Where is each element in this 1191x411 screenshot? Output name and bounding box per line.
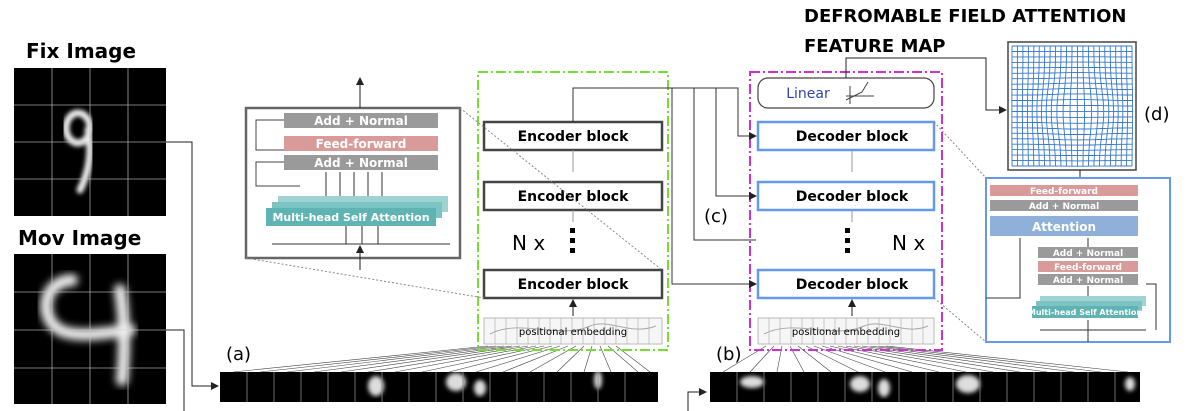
grid-line-vertical xyxy=(1098,46,1105,167)
encoder-positional-embedding: positional embedding xyxy=(483,317,663,345)
grid-line-horizontal xyxy=(1011,132,1133,135)
decoder-block-3: Decoder block xyxy=(756,268,936,300)
grid-line-horizontal xyxy=(1011,104,1133,107)
svg-text:Decoder block: Decoder block xyxy=(796,189,909,205)
grid-line-vertical xyxy=(1131,46,1134,166)
ellipsis-right xyxy=(845,228,850,253)
grid-line-vertical xyxy=(1104,46,1110,167)
enc-feed-forward: Feed-forward xyxy=(284,136,438,151)
svg-text:positional embedding: positional embedding xyxy=(792,327,900,338)
deformation-grid xyxy=(1007,41,1137,171)
dec-add-norm-mid: Add + Normal xyxy=(1038,247,1138,259)
deformable-title: DEFROMABLE FIELD ATTENTION xyxy=(804,6,1126,27)
label-c: (c) xyxy=(704,206,728,227)
svg-text:Multi-head Self Attention: Multi-head Self Attention xyxy=(272,211,429,224)
svg-text:Multi-head Self Attention: Multi-head Self Attention xyxy=(1028,308,1143,317)
mov-connector xyxy=(166,329,185,411)
grid-line-vertical xyxy=(1082,46,1086,167)
enc-add-norm-bottom: Add + Normal xyxy=(284,155,438,170)
decoder-block-2: Decoder block xyxy=(756,180,936,212)
nx-left: N x xyxy=(512,231,545,255)
label-b: (b) xyxy=(716,344,741,365)
svg-text:Encoder block: Encoder block xyxy=(518,189,629,205)
svg-text:Encoder block: Encoder block xyxy=(518,129,629,145)
grid-line-horizontal xyxy=(1011,116,1133,118)
nx-right: N x xyxy=(892,231,925,255)
dec-feed-forward-mid: Feed-forward xyxy=(1038,261,1138,273)
mov-to-tokens-arrow xyxy=(687,388,707,411)
label-d: (d) xyxy=(1144,104,1169,125)
token-strip-a xyxy=(220,371,658,402)
cross-connections xyxy=(572,87,757,288)
grid-line-vertical xyxy=(1109,46,1115,167)
dec-attention: Attention xyxy=(990,216,1138,236)
grid-line-horizontal xyxy=(1011,127,1133,130)
dec-mhsa-stack: Multi-head Self Attention xyxy=(1028,296,1146,318)
svg-text:Add + Normal: Add + Normal xyxy=(1029,202,1099,212)
grid-line-horizontal xyxy=(1011,121,1133,124)
svg-text:Add + Normal: Add + Normal xyxy=(314,114,408,128)
svg-text:Decoder block: Decoder block xyxy=(796,277,909,293)
grid-line-vertical xyxy=(1093,45,1099,167)
ellipsis-left xyxy=(570,228,575,253)
decoder-positional-embedding: positional embedding xyxy=(757,317,935,345)
fix-to-tokens-arrow xyxy=(166,141,219,390)
svg-text:Attention: Attention xyxy=(1032,220,1096,234)
svg-text:Feed-forward: Feed-forward xyxy=(316,137,407,151)
grid-line-vertical xyxy=(1115,46,1119,167)
linear-to-grid-arrow xyxy=(845,57,1007,114)
dec-add-norm-top: Add + Normal xyxy=(990,200,1138,212)
encoder-container xyxy=(477,71,669,351)
svg-text:Linear: Linear xyxy=(786,86,830,102)
enc-add-norm-top: Add + Normal xyxy=(284,113,438,128)
grid-line-horizontal xyxy=(1011,138,1133,141)
decoder-block-1: Decoder block xyxy=(756,120,936,152)
encoder-block-2: Encoder block xyxy=(482,180,664,212)
encoder-block-3: Encoder block xyxy=(482,268,664,300)
grid-line-horizontal xyxy=(1012,143,1133,146)
token-strip-b xyxy=(710,372,1140,402)
mov-image xyxy=(14,254,166,404)
grid-line-vertical xyxy=(1087,46,1093,167)
svg-text:Add + Normal: Add + Normal xyxy=(1053,276,1123,286)
svg-text:Add + Normal: Add + Normal xyxy=(1053,249,1123,259)
fix-image xyxy=(14,68,166,216)
encoder-detail-panel xyxy=(244,106,462,260)
grid-line-horizontal xyxy=(1012,154,1133,157)
encoder-block-1: Encoder block xyxy=(482,120,664,152)
label-a: (a) xyxy=(226,344,251,365)
svg-text:Encoder block: Encoder block xyxy=(518,277,629,293)
svg-text:Feed-forward: Feed-forward xyxy=(1054,263,1122,273)
dec-feed-forward-top: Feed-forward xyxy=(990,185,1138,197)
mov-image-title: Mov Image xyxy=(18,226,141,250)
svg-text:Feed-forward: Feed-forward xyxy=(1030,187,1098,197)
svg-text:positional embedding: positional embedding xyxy=(519,327,627,338)
grid-line-vertical xyxy=(1120,46,1124,166)
linear-layer: Linear xyxy=(757,77,935,109)
fix-image-title: Fix Image xyxy=(26,39,136,63)
dec-add-norm-low: Add + Normal xyxy=(1038,274,1138,286)
enc-mhsa-stack: Multi-head Self Attention xyxy=(266,196,448,226)
svg-text:Decoder block: Decoder block xyxy=(796,129,909,145)
feature-map-title: FEATURE MAP xyxy=(804,36,945,57)
svg-text:Add + Normal: Add + Normal xyxy=(314,156,408,170)
grid-line-horizontal xyxy=(1012,149,1133,151)
grid-line-vertical xyxy=(1126,46,1129,166)
